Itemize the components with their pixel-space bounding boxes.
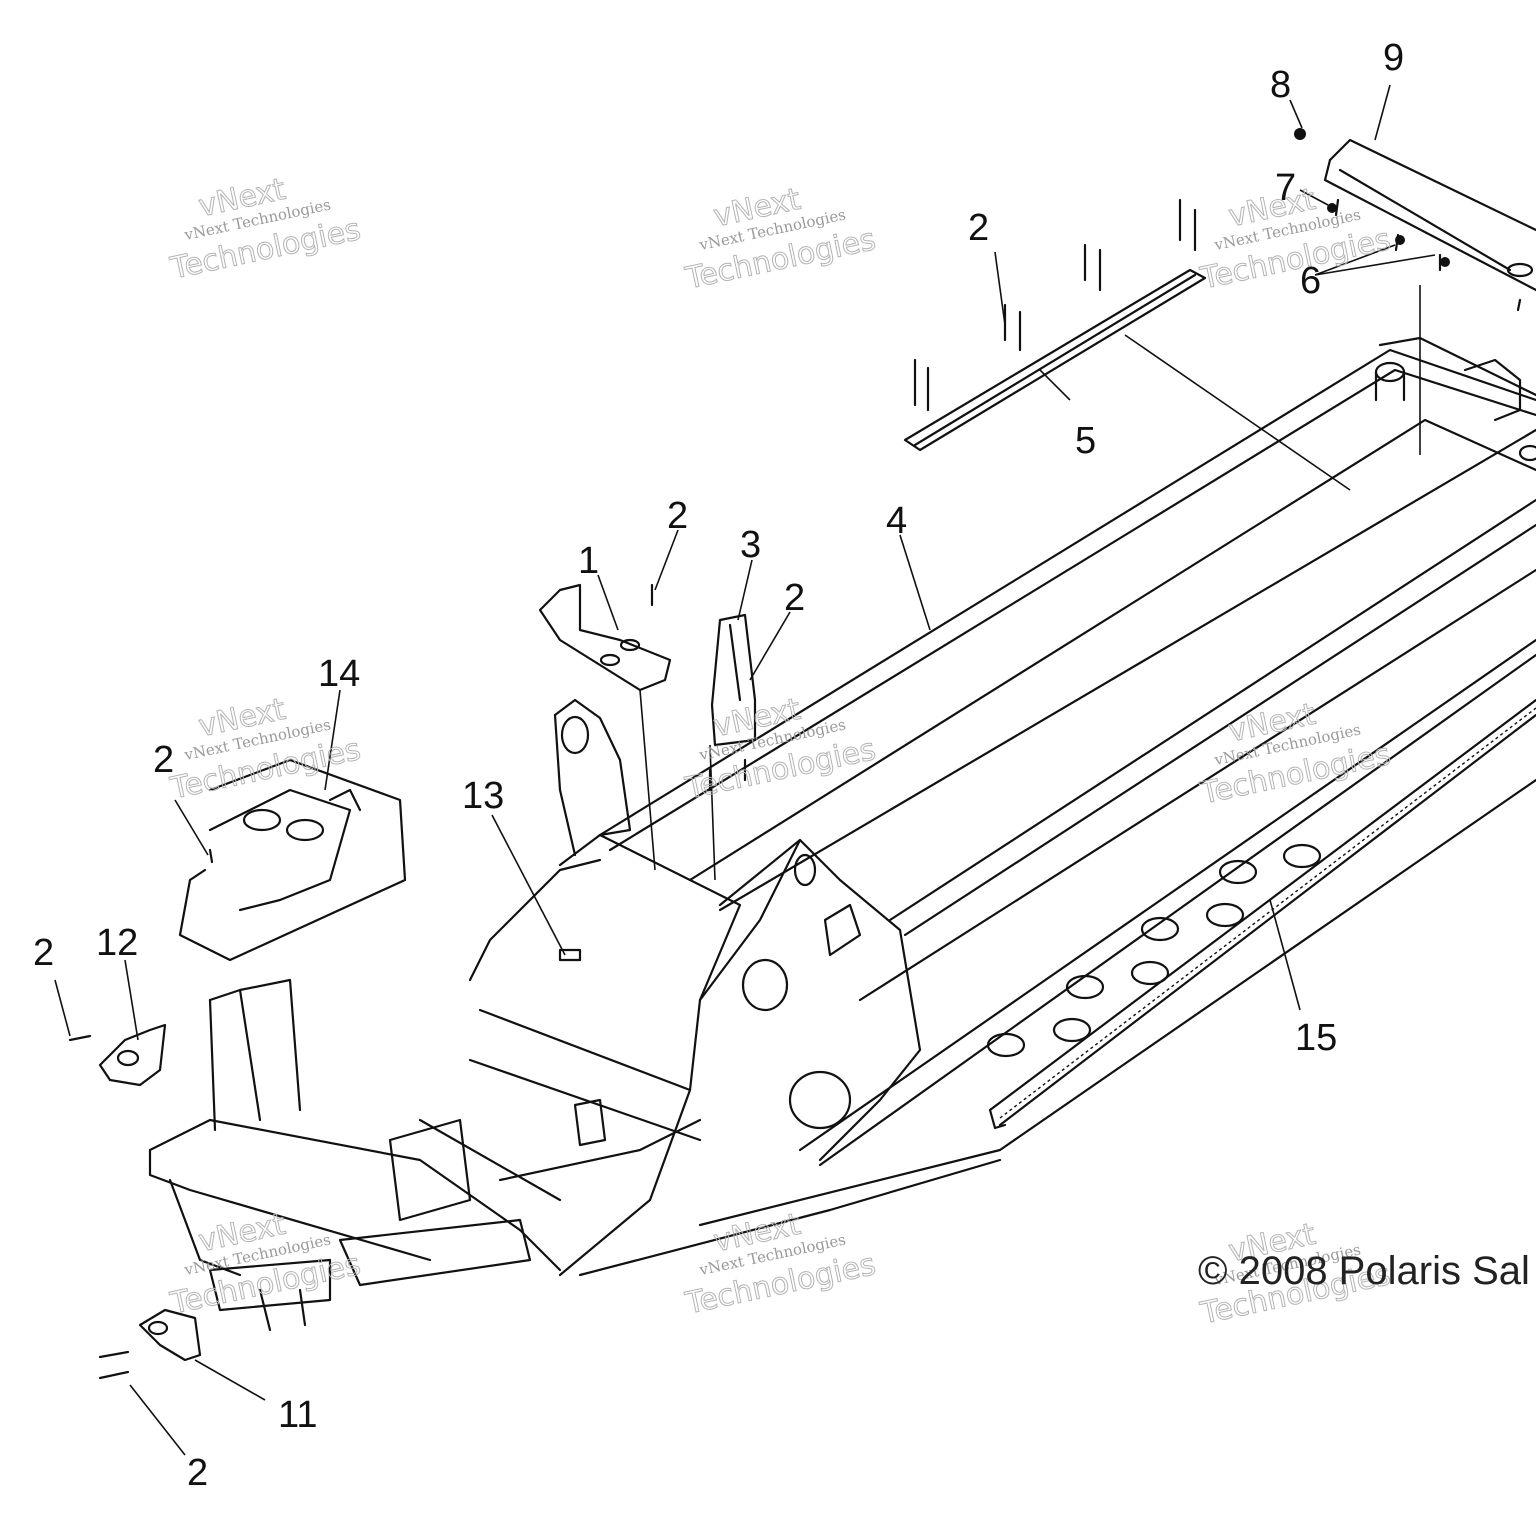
watermark-8: vNext vNext Technologies Technologies xyxy=(681,1206,879,1322)
watermark-6: vNext vNext Technologies Technologies xyxy=(1196,696,1394,812)
bracket-part-12 xyxy=(98,1023,167,1087)
callout-labels: 1 2 3 2 4 2 5 6 7 8 9 14 2 13 12 2 11 2 … xyxy=(33,37,1404,1494)
watermark-4: vNext vNext Technologies Technologies xyxy=(166,691,364,807)
leader-lines xyxy=(54,84,1436,1456)
callout-8: 8 xyxy=(1270,64,1291,106)
callout-2-e: 2 xyxy=(33,932,54,974)
tunnel-assembly xyxy=(148,336,1536,1332)
watermark-2: vNext vNext Technologies Technologies xyxy=(681,181,879,297)
callout-2-a: 2 xyxy=(667,495,688,537)
callout-9: 9 xyxy=(1383,37,1404,79)
bracket-part-14 xyxy=(178,758,407,962)
bracket-part-11 xyxy=(138,1308,202,1362)
callout-13: 13 xyxy=(462,775,504,817)
callout-14: 14 xyxy=(318,653,360,695)
watermark-1: vNext vNext Technologies Technologies xyxy=(166,171,364,287)
callout-2-c: 2 xyxy=(968,207,989,249)
callout-3: 3 xyxy=(740,524,761,566)
bracket-part-3 xyxy=(710,613,757,747)
watermark-9: vNext vNext Technologies Technologies xyxy=(1196,1216,1394,1332)
fasteners xyxy=(68,128,1522,1380)
copyright-text: © 2008 Polaris Sal xyxy=(1198,1249,1530,1293)
watermark-7: vNext vNext Technologies Technologies xyxy=(166,1206,364,1322)
callout-7: 7 xyxy=(1275,167,1296,209)
tunnel-lightening-holes xyxy=(986,843,1322,1058)
callout-6: 6 xyxy=(1300,260,1321,302)
callout-15: 15 xyxy=(1295,1017,1337,1059)
callout-1: 1 xyxy=(578,540,599,582)
clip-part-13 xyxy=(558,948,582,962)
callout-12: 12 xyxy=(96,922,138,964)
callout-2-b: 2 xyxy=(784,577,805,619)
callout-2-d: 2 xyxy=(153,739,174,781)
callout-2-f: 2 xyxy=(187,1452,208,1494)
callout-4: 4 xyxy=(886,500,907,542)
bracket-part-9 xyxy=(1323,138,1536,292)
watermark-5: vNext vNext Technologies Technologies xyxy=(681,691,879,807)
watermark-3: vNext vNext Technologies Technologies xyxy=(1196,181,1394,297)
callout-5: 5 xyxy=(1075,420,1096,462)
bracket-part-1 xyxy=(538,583,672,692)
rail-part-5 xyxy=(903,268,1207,452)
callout-11: 11 xyxy=(278,1394,317,1436)
